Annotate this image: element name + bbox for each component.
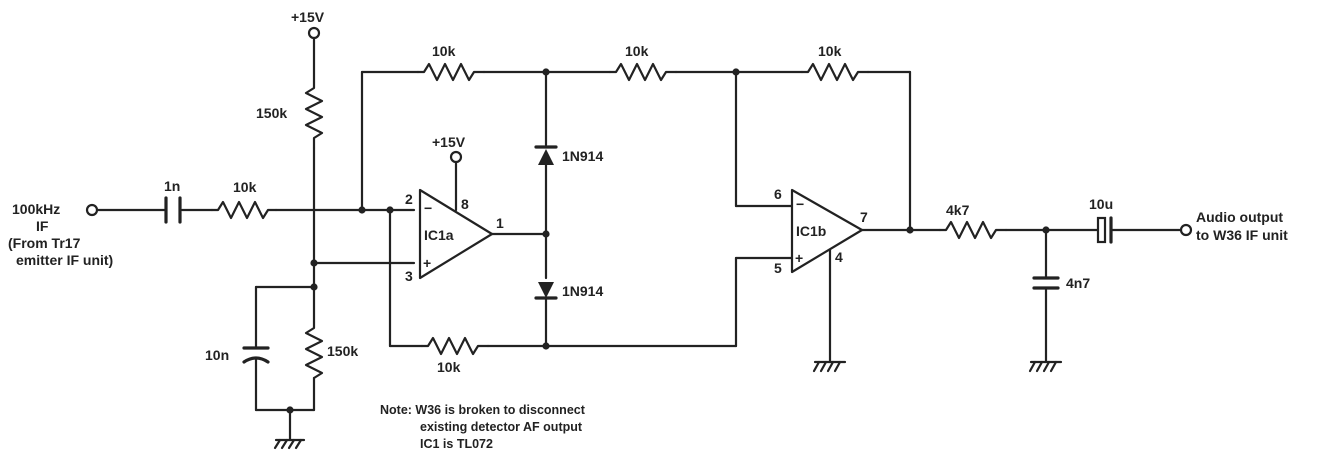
ground-symbol-bias <box>273 438 306 450</box>
label-r-bias-top: 150k <box>256 105 287 121</box>
opamp-ic1b-pin5: 5 <box>774 260 782 276</box>
input-label-line2: IF <box>36 218 49 234</box>
label-c-in: 1n <box>164 178 180 194</box>
opamp-ic1a-pin1: 1 <box>496 215 504 231</box>
opamp-ic1b-plus: + <box>795 250 803 266</box>
input-terminal <box>85 203 99 217</box>
diode-d1 <box>534 145 558 165</box>
wires <box>96 36 1182 442</box>
opamp-ic1a-name: IC1a <box>424 227 454 243</box>
opamp-ic1b-pin6: 6 <box>774 186 782 202</box>
resistor-r-bottom <box>420 336 490 356</box>
opamp-ic1b <box>790 188 864 274</box>
opamp-ic1a-minus: − <box>424 200 432 216</box>
supply-terminal-top <box>307 26 321 40</box>
opamp-ic1b-name: IC1b <box>796 223 826 239</box>
capacitor-c-out <box>1096 216 1113 244</box>
resistor-r-in <box>210 200 278 220</box>
resistor-r-bias-bot <box>304 320 324 380</box>
ground-symbol-ic1b <box>812 360 847 373</box>
input-label-line1: 100kHz <box>12 201 60 217</box>
resistor-r-out <box>938 220 1008 240</box>
opamp-ic1a-pin2: 2 <box>405 191 413 207</box>
capacitor-c-bias <box>242 346 270 364</box>
note-line3: IC1 is TL072 <box>420 437 493 450</box>
capacitor-c-in <box>164 196 182 224</box>
opamp-ic1a-plus: + <box>423 255 431 271</box>
label-r-mid-top: 10k <box>625 43 649 59</box>
label-c-out: 10u <box>1089 196 1113 212</box>
opamp-ic1b-pin4: 4 <box>835 249 843 265</box>
label-r-bias-bot: 150k <box>327 343 358 359</box>
opamp-ic1a-pin3: 3 <box>405 268 413 284</box>
note-line1: Note: W36 is broken to disconnect <box>380 403 586 417</box>
resistor-r-fb-b <box>800 62 870 82</box>
opamp-ic1a <box>418 188 494 280</box>
input-label-line4: emitter IF unit) <box>16 252 113 268</box>
input-label-line3: (From Tr17 <box>8 235 81 251</box>
supply-label-ic1a: +15V <box>432 134 466 150</box>
label-r-in: 10k <box>233 179 257 195</box>
label-r-bottom: 10k <box>437 359 461 375</box>
opamp-ic1a-pin8: 8 <box>461 196 469 212</box>
output-label-line2: to W36 IF unit <box>1196 227 1288 243</box>
label-c-filter: 4n7 <box>1066 275 1090 291</box>
label-r-fb-a: 10k <box>432 43 456 59</box>
label-d2: 1N914 <box>562 283 603 299</box>
opamp-ic1b-minus: − <box>796 196 804 212</box>
label-c-bias: 10n <box>205 347 229 363</box>
note-line2: existing detector AF output <box>420 420 583 434</box>
output-terminal <box>1179 223 1193 237</box>
capacitor-c-filter <box>1032 276 1060 290</box>
resistor-r-mid-top <box>608 62 678 82</box>
output-label-line1: Audio output <box>1196 209 1283 225</box>
label-r-fb-b: 10k <box>818 43 842 59</box>
resistor-r-bias-top <box>304 80 324 150</box>
label-r-out: 4k7 <box>946 202 970 218</box>
opamp-ic1b-pin7: 7 <box>860 209 868 225</box>
ground-symbol-filter <box>1028 360 1063 373</box>
resistor-r-fb-a <box>416 62 486 82</box>
label-d1: 1N914 <box>562 148 603 164</box>
junction-dots <box>286 68 1050 414</box>
supply-terminal-ic1a <box>449 150 463 164</box>
supply-label-top: +15V <box>291 9 325 25</box>
diode-d2 <box>534 282 558 300</box>
